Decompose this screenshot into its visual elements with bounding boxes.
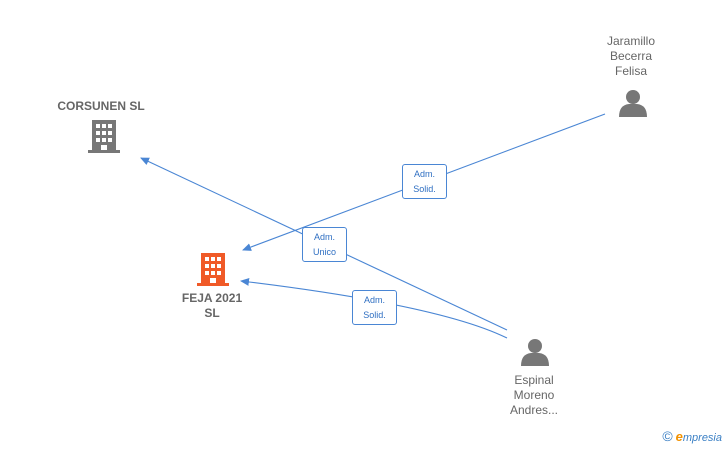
edge-espinal-feja xyxy=(240,277,508,339)
edge-role-espinal-feja[interactable]: Adm. Solid. xyxy=(352,290,397,325)
edge-role-line2: Solid. xyxy=(413,184,436,194)
edge-role-jaramillo-feja[interactable]: Adm. Solid. xyxy=(402,164,447,199)
edge-role-line2: Solid. xyxy=(363,310,386,320)
jaramillo-person-icon[interactable] xyxy=(619,90,647,117)
brand-name: mpresia xyxy=(682,432,722,444)
edge-role-line1: Adm. xyxy=(363,295,385,305)
feja-label[interactable]: FEJA 2021 SL xyxy=(181,291,243,320)
corsunen-label[interactable]: CORSUNEN SL xyxy=(57,99,145,113)
corsunen-building-icon[interactable] xyxy=(88,120,120,153)
copyright-icon: © xyxy=(662,428,673,444)
espinal-person-icon[interactable] xyxy=(521,339,549,366)
edge-role-line1: Adm. xyxy=(313,232,335,242)
edge-role-line2: Unico xyxy=(312,247,336,257)
jaramillo-label[interactable]: Jaramillo Becerra Felisa xyxy=(606,34,655,78)
brand-initial: e xyxy=(675,429,683,444)
espinal-label[interactable]: Espinal Moreno Andres... xyxy=(509,373,559,417)
edge-role-line1: Adm. xyxy=(413,169,435,179)
edge-role-espinal-corsunen[interactable]: Adm. Unico xyxy=(302,227,347,262)
empresia-watermark: ©empresia xyxy=(662,428,722,444)
feja-building-icon[interactable] xyxy=(197,253,229,286)
